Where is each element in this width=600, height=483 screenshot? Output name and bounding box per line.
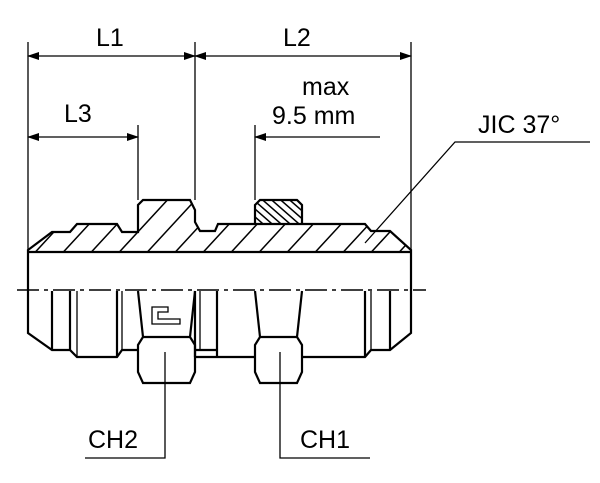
hatch-line bbox=[28, 200, 89, 252]
hatch-line bbox=[391, 200, 411, 252]
label-l1: L1 bbox=[96, 24, 124, 52]
hex-nut-ch1 bbox=[253, 290, 304, 385]
hatch-line bbox=[139, 200, 201, 252]
hatch-line bbox=[307, 200, 369, 252]
hatch-line bbox=[55, 200, 117, 252]
label-ch2: CH2 bbox=[88, 426, 138, 454]
hatch-line bbox=[28, 200, 61, 252]
label-ch1: CH1 bbox=[300, 426, 350, 454]
outside-view bbox=[26, 252, 413, 385]
hatch-line bbox=[255, 200, 289, 224]
hatching bbox=[28, 200, 411, 252]
label-max-value: 9.5 mm bbox=[272, 102, 355, 130]
logo-mark bbox=[151, 306, 181, 325]
hatch-line bbox=[279, 200, 341, 252]
hatch-line bbox=[111, 200, 173, 252]
section-view bbox=[26, 198, 413, 254]
leaders bbox=[85, 141, 590, 459]
hatch-line bbox=[195, 200, 257, 252]
dimension-lines bbox=[27, 52, 412, 141]
label-max: max bbox=[302, 73, 350, 101]
label-jic: JIC 37° bbox=[478, 111, 560, 139]
label-l2: L2 bbox=[283, 24, 311, 52]
hatch-line bbox=[335, 200, 397, 252]
hatch-line bbox=[255, 200, 280, 224]
hatch-line bbox=[363, 200, 411, 252]
label-l3: L3 bbox=[64, 100, 92, 128]
hatch-line bbox=[83, 200, 145, 252]
hex-nut-ch2 bbox=[136, 290, 197, 385]
extension-lines bbox=[27, 42, 412, 252]
